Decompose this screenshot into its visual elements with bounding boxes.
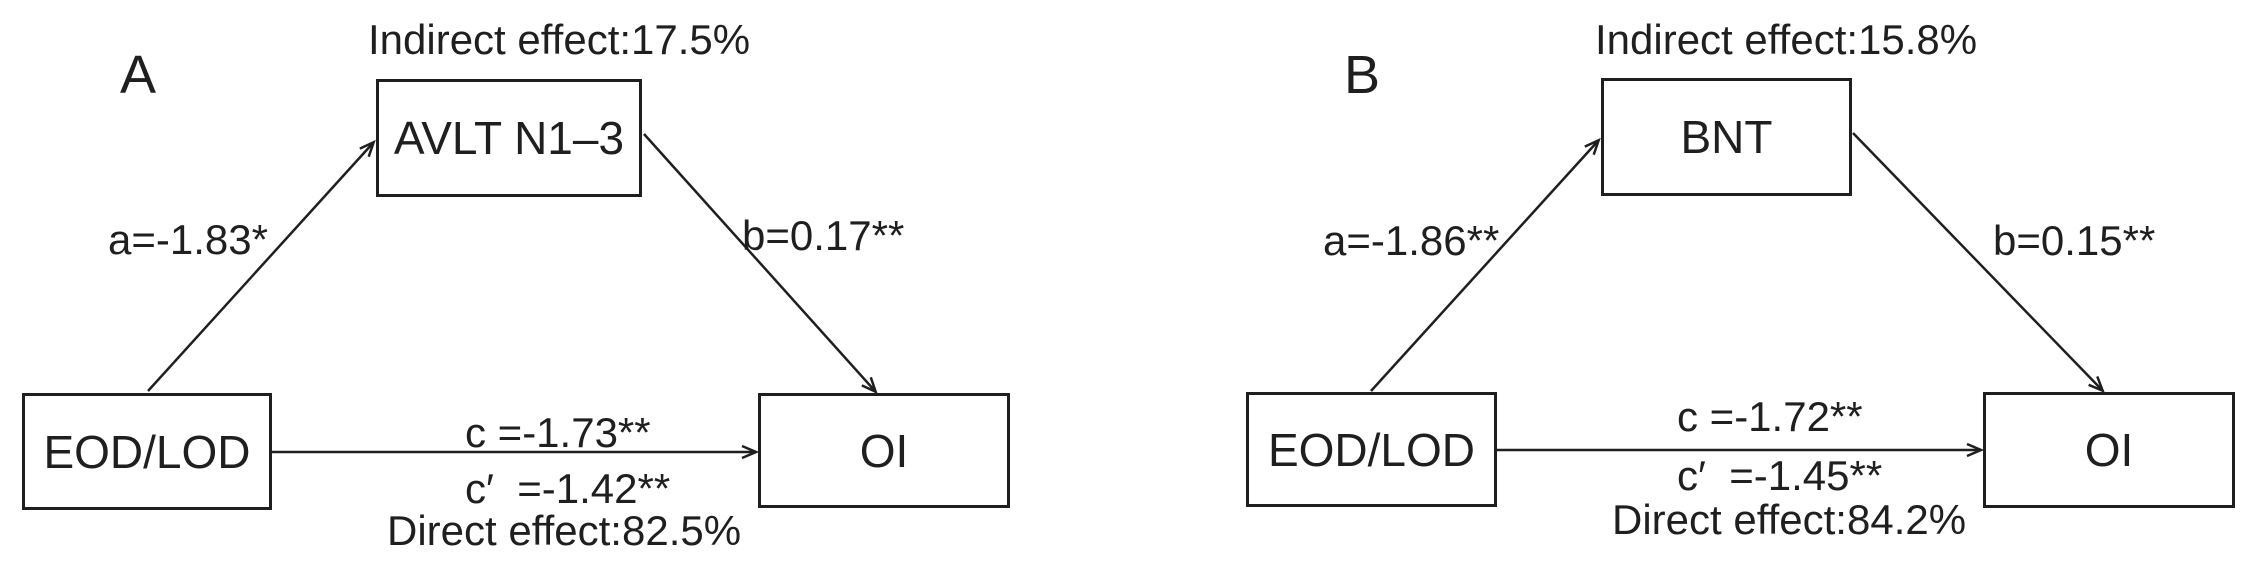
- panel-b-path-a-arrow: [1370, 141, 1598, 392]
- panel-a-mediator-box: AVLT N1–3: [376, 79, 642, 197]
- panel-a-path-b-arrow: [643, 133, 875, 391]
- panel-a-outcome-box: OI: [758, 393, 1010, 508]
- panel-a-path-c-coefficient: c =-1.73**: [465, 409, 651, 456]
- panel-a-direct-effect-label: Direct effect:82.5%: [387, 507, 742, 554]
- panel-a-path-a-coefficient: a=-1.83*: [108, 216, 268, 263]
- panel-b-path-b-arrow: [1852, 132, 2102, 390]
- panel-b-direct-effect-label: Direct effect:84.2%: [1612, 496, 1967, 543]
- panel-b-path-b-coefficient: b=0.15**: [1993, 217, 2156, 264]
- panel-b-path-c-coefficient: c =-1.72**: [1677, 393, 1863, 440]
- panel-b-path-c-prime-coefficient: c′ =-1.45**: [1677, 452, 1883, 499]
- panel-a-path-c-prime-coefficient: c′ =-1.42**: [465, 465, 671, 512]
- panel-b-label: B: [1344, 45, 1381, 105]
- panel-b-path-a-coefficient: a=-1.86**: [1323, 217, 1500, 264]
- panel-b-indirect-effect-label: Indirect effect:15.8%: [1595, 16, 1978, 63]
- panel-a-path-b-coefficient: b=0.17**: [742, 212, 905, 259]
- panel-a-path-a-arrow: [147, 143, 373, 392]
- panel-b-mediator-box: BNT: [1601, 78, 1852, 196]
- panel-b-predictor-box: EOD/LOD: [1246, 392, 1497, 507]
- panel-a-indirect-effect-label: Indirect effect:17.5%: [368, 16, 751, 63]
- panel-a-predictor-box: EOD/LOD: [22, 393, 272, 510]
- panel-b-outcome-box: OI: [1983, 392, 2235, 508]
- panel-a-label: A: [120, 45, 157, 105]
